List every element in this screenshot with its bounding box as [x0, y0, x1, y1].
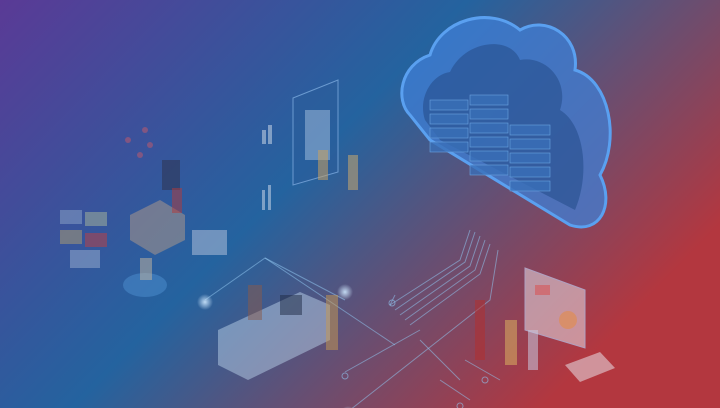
- circuit-nodes: [341, 299, 489, 408]
- document-screen: [262, 79, 358, 210]
- person-with-boxes: [60, 127, 227, 297]
- shop-counter: [218, 285, 338, 380]
- cloud-server-icon: [400, 16, 612, 229]
- glow-node: [337, 284, 353, 300]
- presentation-board: [475, 267, 615, 382]
- glow-node: [197, 294, 213, 310]
